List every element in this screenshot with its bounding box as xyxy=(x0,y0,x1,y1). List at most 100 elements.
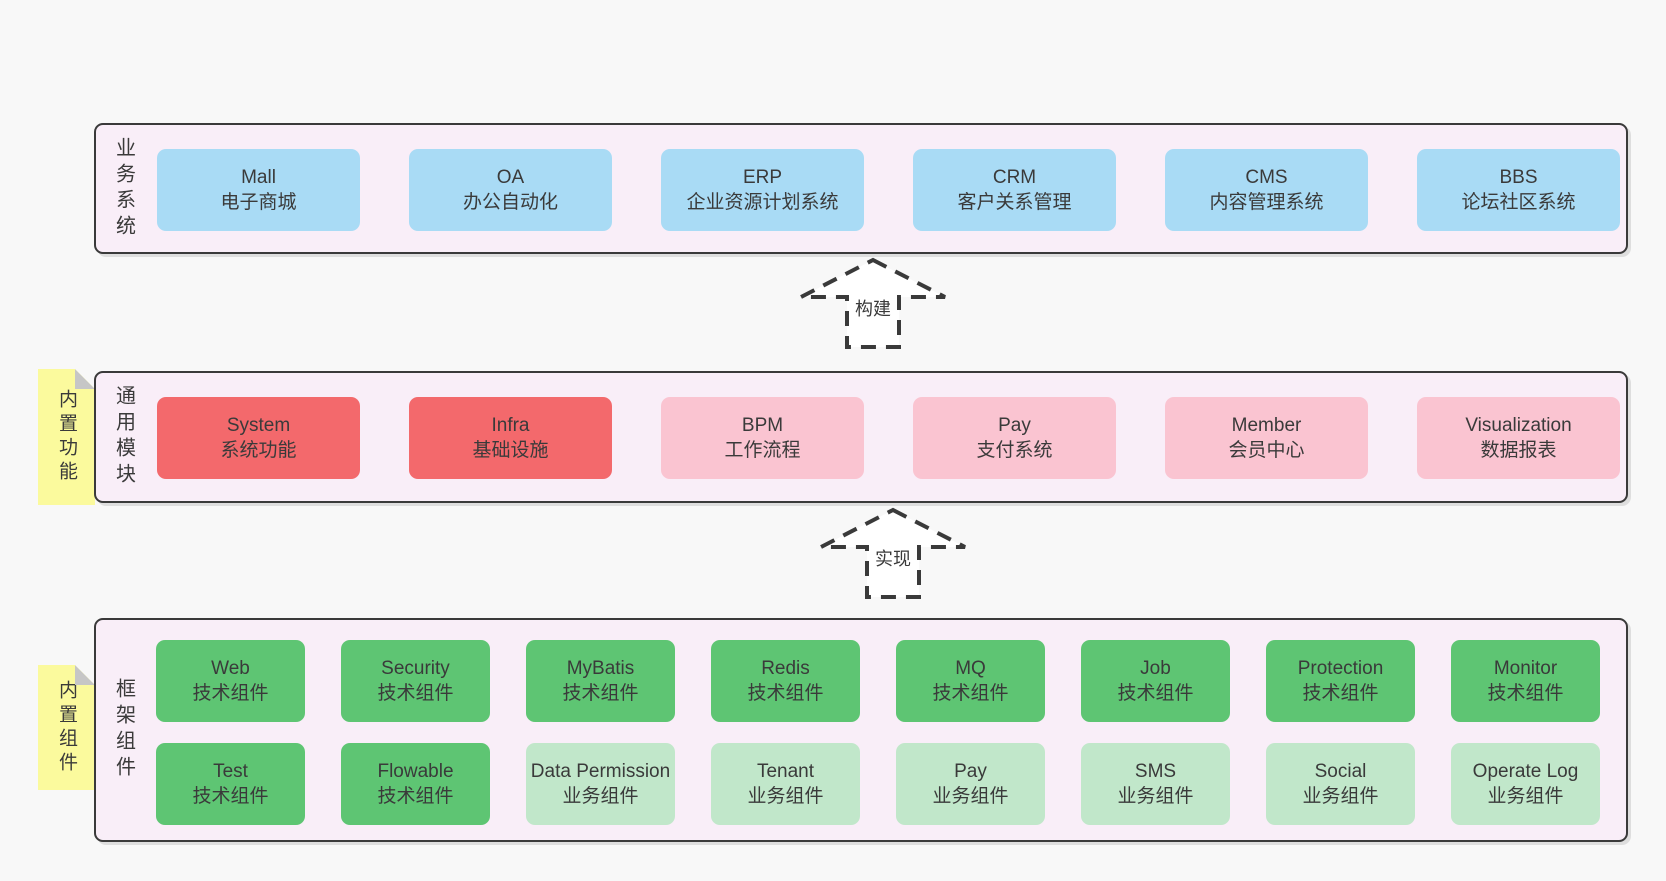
box-title: Pay xyxy=(954,761,987,782)
box-title: Job xyxy=(1140,658,1171,679)
box-subtitle: 技术组件 xyxy=(932,683,1009,704)
component-box: CMS 内容管理系统 xyxy=(1165,149,1368,231)
component-box: Pay 业务组件 xyxy=(896,743,1045,825)
component-box: Job 技术组件 xyxy=(1081,640,1230,722)
dashed-up-arrow-icon xyxy=(820,507,966,599)
box-subtitle: 会员中心 xyxy=(1228,440,1305,461)
build-arrow: 构建 xyxy=(798,256,948,351)
box-title: OA xyxy=(496,167,525,188)
component-box: Operate Log 业务组件 xyxy=(1451,743,1600,825)
section-label-business: 业务系统 xyxy=(112,136,135,241)
component-box: Test 技术组件 xyxy=(156,743,305,825)
box-title: MQ xyxy=(955,658,986,679)
box-subtitle: 业务组件 xyxy=(1487,786,1564,807)
box-title: BBS xyxy=(1499,167,1538,188)
section-common-modules: 通用模块 System 系统功能 Infra 基础设施 BPM 工作流程 Pay… xyxy=(94,371,1628,503)
component-box: Mall 电子商城 xyxy=(157,149,360,231)
section-label-framework: 框架组件 xyxy=(112,678,135,782)
component-box: Visualization 数据报表 xyxy=(1417,397,1620,479)
component-box: MyBatis 技术组件 xyxy=(526,640,675,722)
box-title: Data Permission xyxy=(530,761,671,782)
box-title: SMS xyxy=(1134,761,1177,782)
folded-corner-icon xyxy=(75,665,95,685)
implement-arrow-label: 实现 xyxy=(875,549,911,569)
folded-corner-icon xyxy=(75,369,95,389)
component-box: System 系统功能 xyxy=(157,397,360,479)
box-title: BPM xyxy=(741,415,784,436)
box-title: Pay xyxy=(998,415,1031,436)
box-title: Redis xyxy=(761,658,810,679)
box-title: Infra xyxy=(491,415,530,436)
section-label-modules: 通用模块 xyxy=(112,385,135,489)
box-title: System xyxy=(226,415,291,436)
box-title: Mall xyxy=(241,167,276,188)
box-subtitle: 客户关系管理 xyxy=(957,192,1072,213)
component-box: Data Permission 业务组件 xyxy=(526,743,675,825)
box-title: Operate Log xyxy=(1472,761,1579,782)
box-subtitle: 业务组件 xyxy=(1302,786,1379,807)
component-box: BPM 工作流程 xyxy=(661,397,864,479)
box-subtitle: 论坛社区系统 xyxy=(1461,192,1576,213)
box-subtitle: 内容管理系统 xyxy=(1209,192,1324,213)
component-box: ERP 企业资源计划系统 xyxy=(661,149,864,231)
box-title: Web xyxy=(211,658,250,679)
component-box: Web 技术组件 xyxy=(156,640,305,722)
component-box: BBS 论坛社区系统 xyxy=(1417,149,1620,231)
box-title: CMS xyxy=(1245,167,1288,188)
sticky-note-text: 内置功能 xyxy=(56,389,77,485)
box-subtitle: 系统功能 xyxy=(220,440,297,461)
framework-box-row-1: Web 技术组件 Security 技术组件 MyBatis 技术组件 Redi… xyxy=(156,640,1600,722)
box-subtitle: 技术组件 xyxy=(192,786,269,807)
component-box: Protection 技术组件 xyxy=(1266,640,1415,722)
box-subtitle: 技术组件 xyxy=(747,683,824,704)
sticky-note-built-in-features: 内置功能 xyxy=(38,369,95,505)
box-title: Social xyxy=(1314,761,1367,782)
box-subtitle: 业务组件 xyxy=(1117,786,1194,807)
box-subtitle: 业务组件 xyxy=(932,786,1009,807)
box-subtitle: 技术组件 xyxy=(377,786,454,807)
component-box: Tenant 业务组件 xyxy=(711,743,860,825)
component-box: CRM 客户关系管理 xyxy=(913,149,1116,231)
framework-box-row-2: Test 技术组件 Flowable 技术组件 Data Permission … xyxy=(156,743,1600,825)
component-box: SMS 业务组件 xyxy=(1081,743,1230,825)
sticky-note-text: 内置组件 xyxy=(56,679,77,776)
box-title: Monitor xyxy=(1493,658,1558,679)
box-subtitle: 技术组件 xyxy=(1487,683,1564,704)
component-box: Security 技术组件 xyxy=(341,640,490,722)
component-box: Social 业务组件 xyxy=(1266,743,1415,825)
box-title: MyBatis xyxy=(566,658,635,679)
component-box: OA 办公自动化 xyxy=(409,149,612,231)
box-title: CRM xyxy=(992,167,1037,188)
modules-box-row: System 系统功能 Infra 基础设施 BPM 工作流程 Pay 支付系统… xyxy=(157,397,1620,479)
component-box: Infra 基础设施 xyxy=(409,397,612,479)
box-subtitle: 技术组件 xyxy=(1302,683,1379,704)
box-subtitle: 技术组件 xyxy=(562,683,639,704)
sticky-note-built-in-components: 内置组件 xyxy=(38,665,95,790)
box-subtitle: 办公自动化 xyxy=(462,192,558,213)
component-box: Pay 支付系统 xyxy=(913,397,1116,479)
box-subtitle: 工作流程 xyxy=(724,440,801,461)
component-box: Monitor 技术组件 xyxy=(1451,640,1600,722)
box-title: Member xyxy=(1231,415,1302,436)
build-arrow-label: 构建 xyxy=(855,299,891,319)
box-subtitle: 技术组件 xyxy=(1117,683,1194,704)
component-box: Flowable 技术组件 xyxy=(341,743,490,825)
box-title: Flowable xyxy=(377,761,454,782)
box-subtitle: 技术组件 xyxy=(377,683,454,704)
component-box: MQ 技术组件 xyxy=(896,640,1045,722)
box-subtitle: 业务组件 xyxy=(747,786,824,807)
implement-arrow: 实现 xyxy=(818,506,968,601)
box-title: Visualization xyxy=(1465,415,1572,436)
section-business-systems: 业务系统 Mall 电子商城 OA 办公自动化 ERP 企业资源计划系统 CRM… xyxy=(94,123,1628,254)
box-subtitle: 电子商城 xyxy=(220,192,297,213)
component-box: Member 会员中心 xyxy=(1165,397,1368,479)
box-subtitle: 支付系统 xyxy=(976,440,1053,461)
box-title: Protection xyxy=(1297,658,1384,679)
box-title: Tenant xyxy=(756,761,815,782)
box-title: Test xyxy=(213,761,248,782)
box-subtitle: 企业资源计划系统 xyxy=(686,192,839,213)
box-subtitle: 基础设施 xyxy=(472,440,549,461)
box-title: ERP xyxy=(742,167,783,188)
box-subtitle: 技术组件 xyxy=(192,683,269,704)
